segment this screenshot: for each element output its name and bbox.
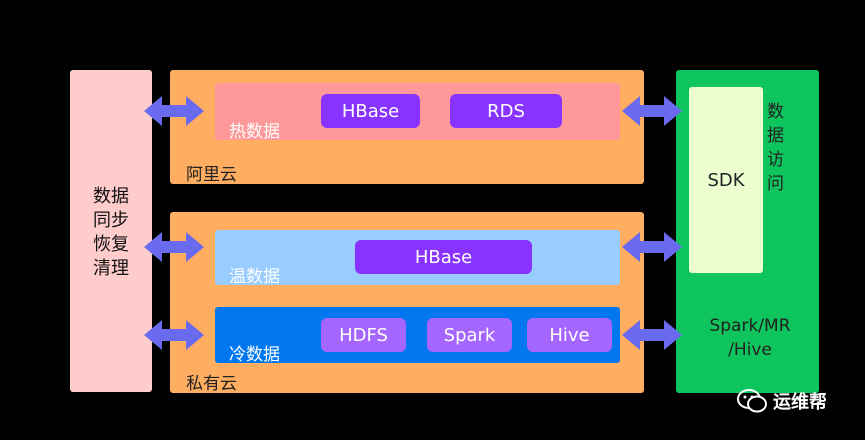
spark-label-line-2: /Hive: [728, 340, 772, 360]
data-access-char-2: 据: [767, 126, 784, 146]
cold-data-label: 冷数据: [229, 345, 280, 365]
data-access-char-3: 访: [767, 150, 784, 170]
left-label-line-1: 数据: [93, 186, 129, 207]
watermark: 运维帮: [737, 388, 827, 414]
right-warm-arrow: [622, 232, 682, 262]
warm-data-label: 温数据: [229, 267, 280, 287]
hot-rds-chip: RDS: [450, 94, 562, 128]
warm-hbase-chip: HBase: [355, 240, 532, 274]
spark-label-line-1: Spark/MR: [709, 316, 791, 336]
sync-restore-clean-label: 数据 同步 恢复 清理: [70, 185, 152, 281]
wechat-icon: [737, 389, 767, 413]
cold-hdfs-chip: HDFS: [321, 318, 406, 352]
sync-restore-clean-panel: [70, 70, 152, 392]
left-label-line-3: 恢复: [93, 234, 129, 255]
left-label-line-2: 同步: [93, 210, 129, 231]
cold-spark-chip: Spark: [427, 318, 512, 352]
watermark-text: 运维帮: [773, 392, 827, 413]
left-warm-arrow: [144, 232, 204, 262]
right-cold-arrow: [622, 320, 682, 350]
left-aliyun-arrow: [144, 96, 204, 126]
spark-mr-hive-label: Spark/MR /Hive: [690, 314, 810, 362]
left-label-line-4: 清理: [93, 258, 129, 279]
data-access-label: 数 据 访 问: [767, 100, 787, 196]
data-access-char-4: 问: [767, 174, 784, 194]
hot-data-label: 热数据: [229, 122, 280, 142]
sdk-box: SDK: [689, 87, 763, 273]
cold-hive-chip: Hive: [527, 318, 612, 352]
sdk-label: SDK: [707, 169, 745, 191]
right-hot-arrow: [622, 96, 682, 126]
aliyun-label: 阿里云: [186, 165, 237, 185]
left-cold-arrow: [144, 320, 204, 350]
private-cloud-label: 私有云: [186, 374, 237, 394]
hot-hbase-chip: HBase: [321, 94, 420, 128]
data-access-char-1: 数: [767, 102, 784, 122]
